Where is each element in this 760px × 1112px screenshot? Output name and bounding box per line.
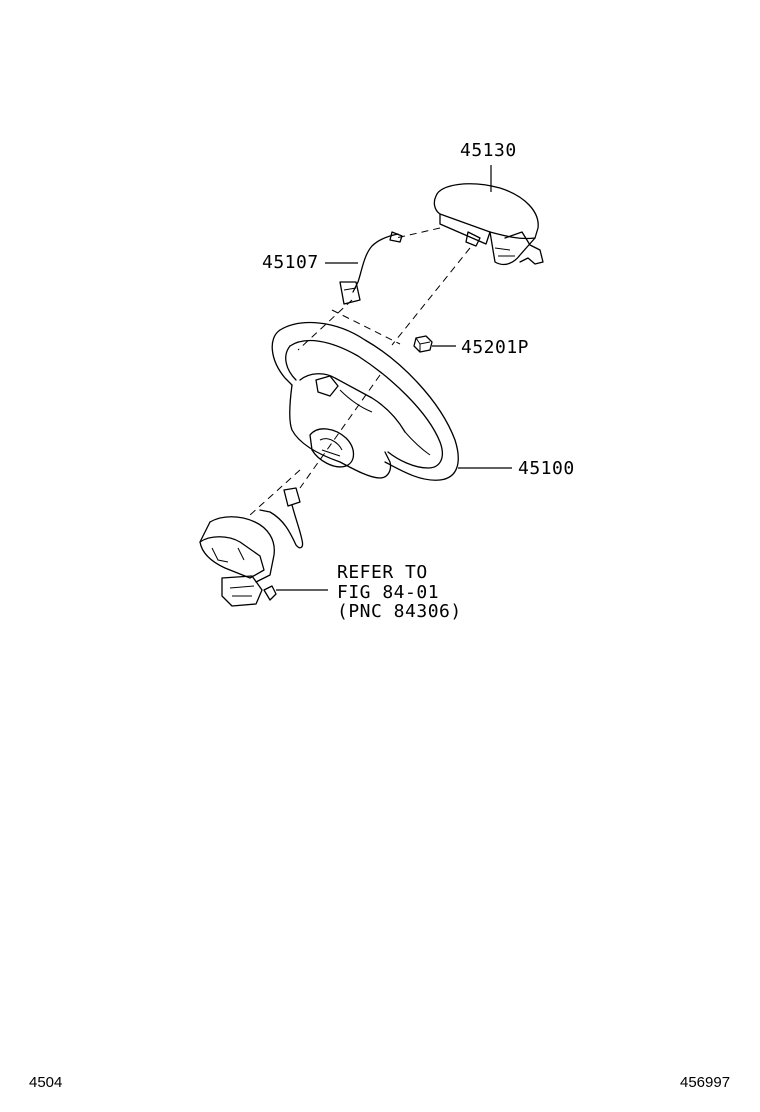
part-label-45130: 45130 [460,140,517,161]
part-label-45201p: 45201P [461,337,530,358]
footer-right-code: 456997 [680,1074,731,1091]
part-label-45107: 45107 [262,252,319,273]
nut-drawing [413,335,433,353]
clock-spring-drawing [199,487,304,607]
assembly-lines [249,227,471,516]
part-label-45100: 45100 [518,458,575,479]
reference-line-3: (PNC 84306) [337,601,462,622]
steering-wheel-drawing [271,321,459,481]
harness-drawing [339,231,403,305]
airbag-pad-drawing [433,183,544,266]
footer-left-code: 4504 [29,1074,63,1091]
reference-line-2: FIG 84-01 [337,582,440,603]
reference-line-1: REFER TO [337,562,428,583]
